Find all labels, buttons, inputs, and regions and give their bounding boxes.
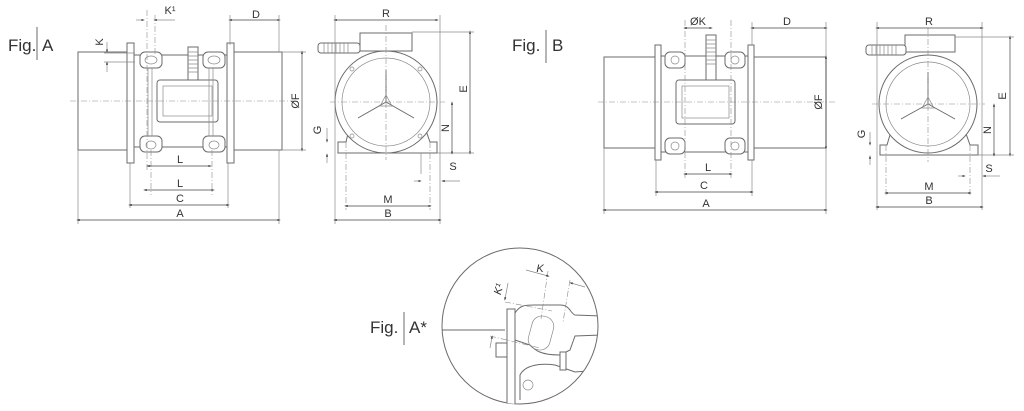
- fig-a-side-view: [70, 10, 295, 195]
- right-flange: [226, 42, 235, 164]
- dim-k1: K¹: [165, 5, 176, 17]
- fig-b-front-view: [865, 28, 985, 162]
- dim-m: M: [924, 181, 933, 193]
- dim-r: R: [925, 16, 933, 28]
- cable-gland: [317, 42, 361, 54]
- fig-a-star-detail-view: [441, 247, 599, 405]
- dim-e: E: [997, 92, 1009, 99]
- dim-b: B: [925, 195, 932, 207]
- dim-g: G: [312, 126, 324, 135]
- dim-e: E: [458, 85, 470, 92]
- fig-a-side-dimensions: D K¹ K ØF L L C A: [76, 5, 306, 224]
- dim-k: K: [94, 38, 106, 46]
- fig-a-star-caption: Fig. A*: [370, 312, 427, 345]
- dim-b: B: [384, 208, 391, 220]
- dim-n: N: [440, 124, 452, 132]
- right-flange: [747, 44, 755, 161]
- dim-f: ØF: [813, 94, 825, 110]
- fig-b-front-dimensions: R E N G S M B: [856, 16, 1014, 210]
- fig-b-caption: Fig. B: [512, 30, 563, 63]
- fig-b-side-view: [598, 20, 835, 178]
- fig-a-caption: Fig. A: [8, 27, 54, 60]
- left-flange: [654, 44, 662, 161]
- fig-a-star-dimensions: K K¹: [489, 263, 586, 349]
- dim-c: C: [700, 180, 708, 192]
- dim-d: D: [252, 9, 260, 21]
- dim-s: S: [985, 163, 992, 175]
- dim-g: G: [856, 130, 868, 139]
- dim-k: K: [536, 263, 544, 275]
- dim-n: N: [982, 126, 994, 134]
- dim-a: A: [702, 198, 710, 210]
- dim-l-1: L: [177, 154, 183, 166]
- fig-a-front-dimensions: R E N G S M B: [312, 8, 474, 224]
- dim-k: ØK: [690, 16, 707, 28]
- cable-gland: [705, 34, 717, 81]
- dim-s: S: [449, 161, 456, 173]
- left-flange: [126, 42, 135, 164]
- fig-prefix: Fig.: [370, 318, 398, 337]
- terminal-box: [904, 34, 956, 53]
- dim-d: D: [783, 16, 791, 28]
- dim-k1: K¹: [492, 282, 507, 296]
- dim-c: C: [176, 193, 184, 205]
- dim-f: ØF: [290, 93, 302, 109]
- cable-gland: [187, 46, 199, 81]
- dim-a: A: [176, 208, 184, 220]
- dim-r: R: [382, 8, 390, 20]
- fig-name: A: [42, 36, 54, 55]
- fig-prefix: Fig.: [512, 36, 540, 55]
- dim-l-2: L: [177, 178, 183, 190]
- fig-name: B: [552, 36, 563, 55]
- fig-name: A*: [409, 318, 427, 337]
- dim-l: L: [705, 162, 711, 174]
- fig-prefix: Fig.: [8, 36, 36, 55]
- fig-b-side-dimensions: ØK D ØF L C A: [602, 16, 828, 214]
- dim-m: M: [383, 194, 392, 206]
- fig-a-front-view: [317, 25, 445, 160]
